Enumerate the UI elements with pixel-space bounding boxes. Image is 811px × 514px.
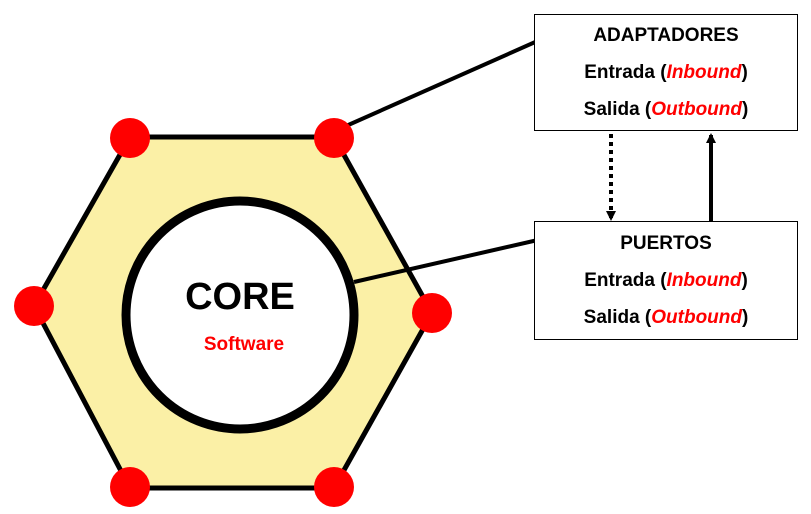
- inbound-term: Inbound: [666, 270, 742, 291]
- salida-prefix: Salida (: [583, 99, 652, 120]
- port-dot: [412, 293, 452, 333]
- arrow-hexagon-to-adaptadores: [345, 33, 553, 128]
- adaptadores-salida-line: Salida (Outbound): [584, 91, 749, 128]
- entrada-suffix: ): [741, 270, 748, 291]
- outbound-term: Outbound: [651, 99, 742, 120]
- core-circle: [121, 196, 359, 434]
- entrada-suffix: ): [741, 62, 748, 83]
- outbound-term: Outbound: [651, 307, 742, 328]
- arrow-core-to-puertos: [353, 233, 553, 284]
- puertos-box: PUERTOS Entrada (Inbound) Salida (Outbou…: [534, 221, 798, 340]
- port-dot: [314, 118, 354, 158]
- adaptadores-title: ADAPTADORES: [593, 25, 739, 46]
- port-dot: [110, 467, 150, 507]
- salida-suffix: ): [742, 307, 749, 328]
- port-dot: [14, 286, 54, 326]
- core-title: CORE: [185, 276, 295, 318]
- salida-prefix: Salida (: [583, 307, 652, 328]
- inbound-term: Inbound: [666, 62, 742, 83]
- entrada-prefix: Entrada (: [584, 270, 667, 291]
- puertos-salida-line: Salida (Outbound): [584, 299, 749, 336]
- salida-suffix: ): [742, 99, 749, 120]
- core-subtitle: Software: [203, 334, 285, 355]
- port-dot: [314, 467, 354, 507]
- entrada-prefix: Entrada (: [584, 62, 667, 83]
- adaptadores-box: ADAPTADORES Entrada (Inbound) Salida (Ou…: [534, 14, 798, 131]
- adaptadores-entrada-line: Entrada (Inbound): [584, 54, 748, 91]
- puertos-title: PUERTOS: [620, 233, 712, 254]
- puertos-entrada-line: Entrada (Inbound): [584, 262, 748, 299]
- port-dot: [110, 118, 150, 158]
